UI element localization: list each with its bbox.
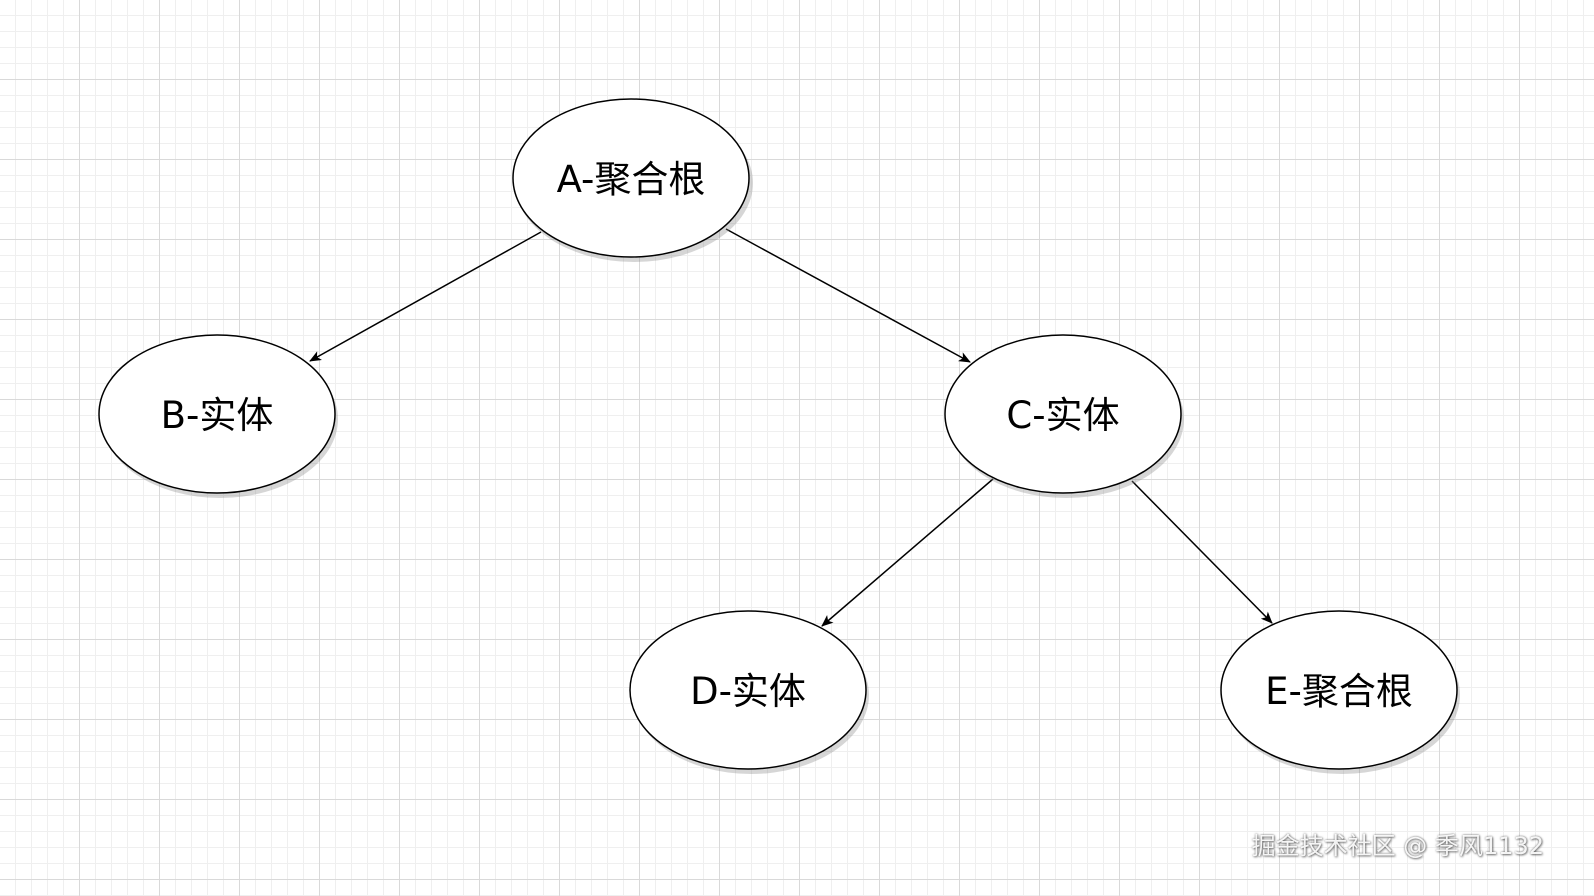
node-e-label: E-聚合根	[1265, 670, 1413, 713]
edge-a-to-c[interactable]	[725, 228, 971, 363]
node-e[interactable]: E-聚合根	[1220, 610, 1460, 774]
node-a[interactable]: A-聚合根	[512, 98, 753, 262]
edge-c-to-e[interactable]	[1131, 480, 1273, 624]
node-b[interactable]: B-实体	[98, 334, 338, 498]
edge-a-to-b[interactable]	[309, 231, 542, 362]
node-c[interactable]: C-实体	[944, 334, 1184, 498]
edge-c-to-d[interactable]	[821, 478, 994, 627]
node-d[interactable]: D-实体	[629, 610, 869, 774]
node-d-label: D-实体	[690, 670, 806, 713]
node-b-label: B-实体	[161, 394, 274, 437]
node-c-label: C-实体	[1006, 394, 1119, 437]
node-a-label: A-聚合根	[557, 158, 706, 201]
watermark-text: 掘金技术社区 @ 季风1132	[1251, 832, 1544, 860]
